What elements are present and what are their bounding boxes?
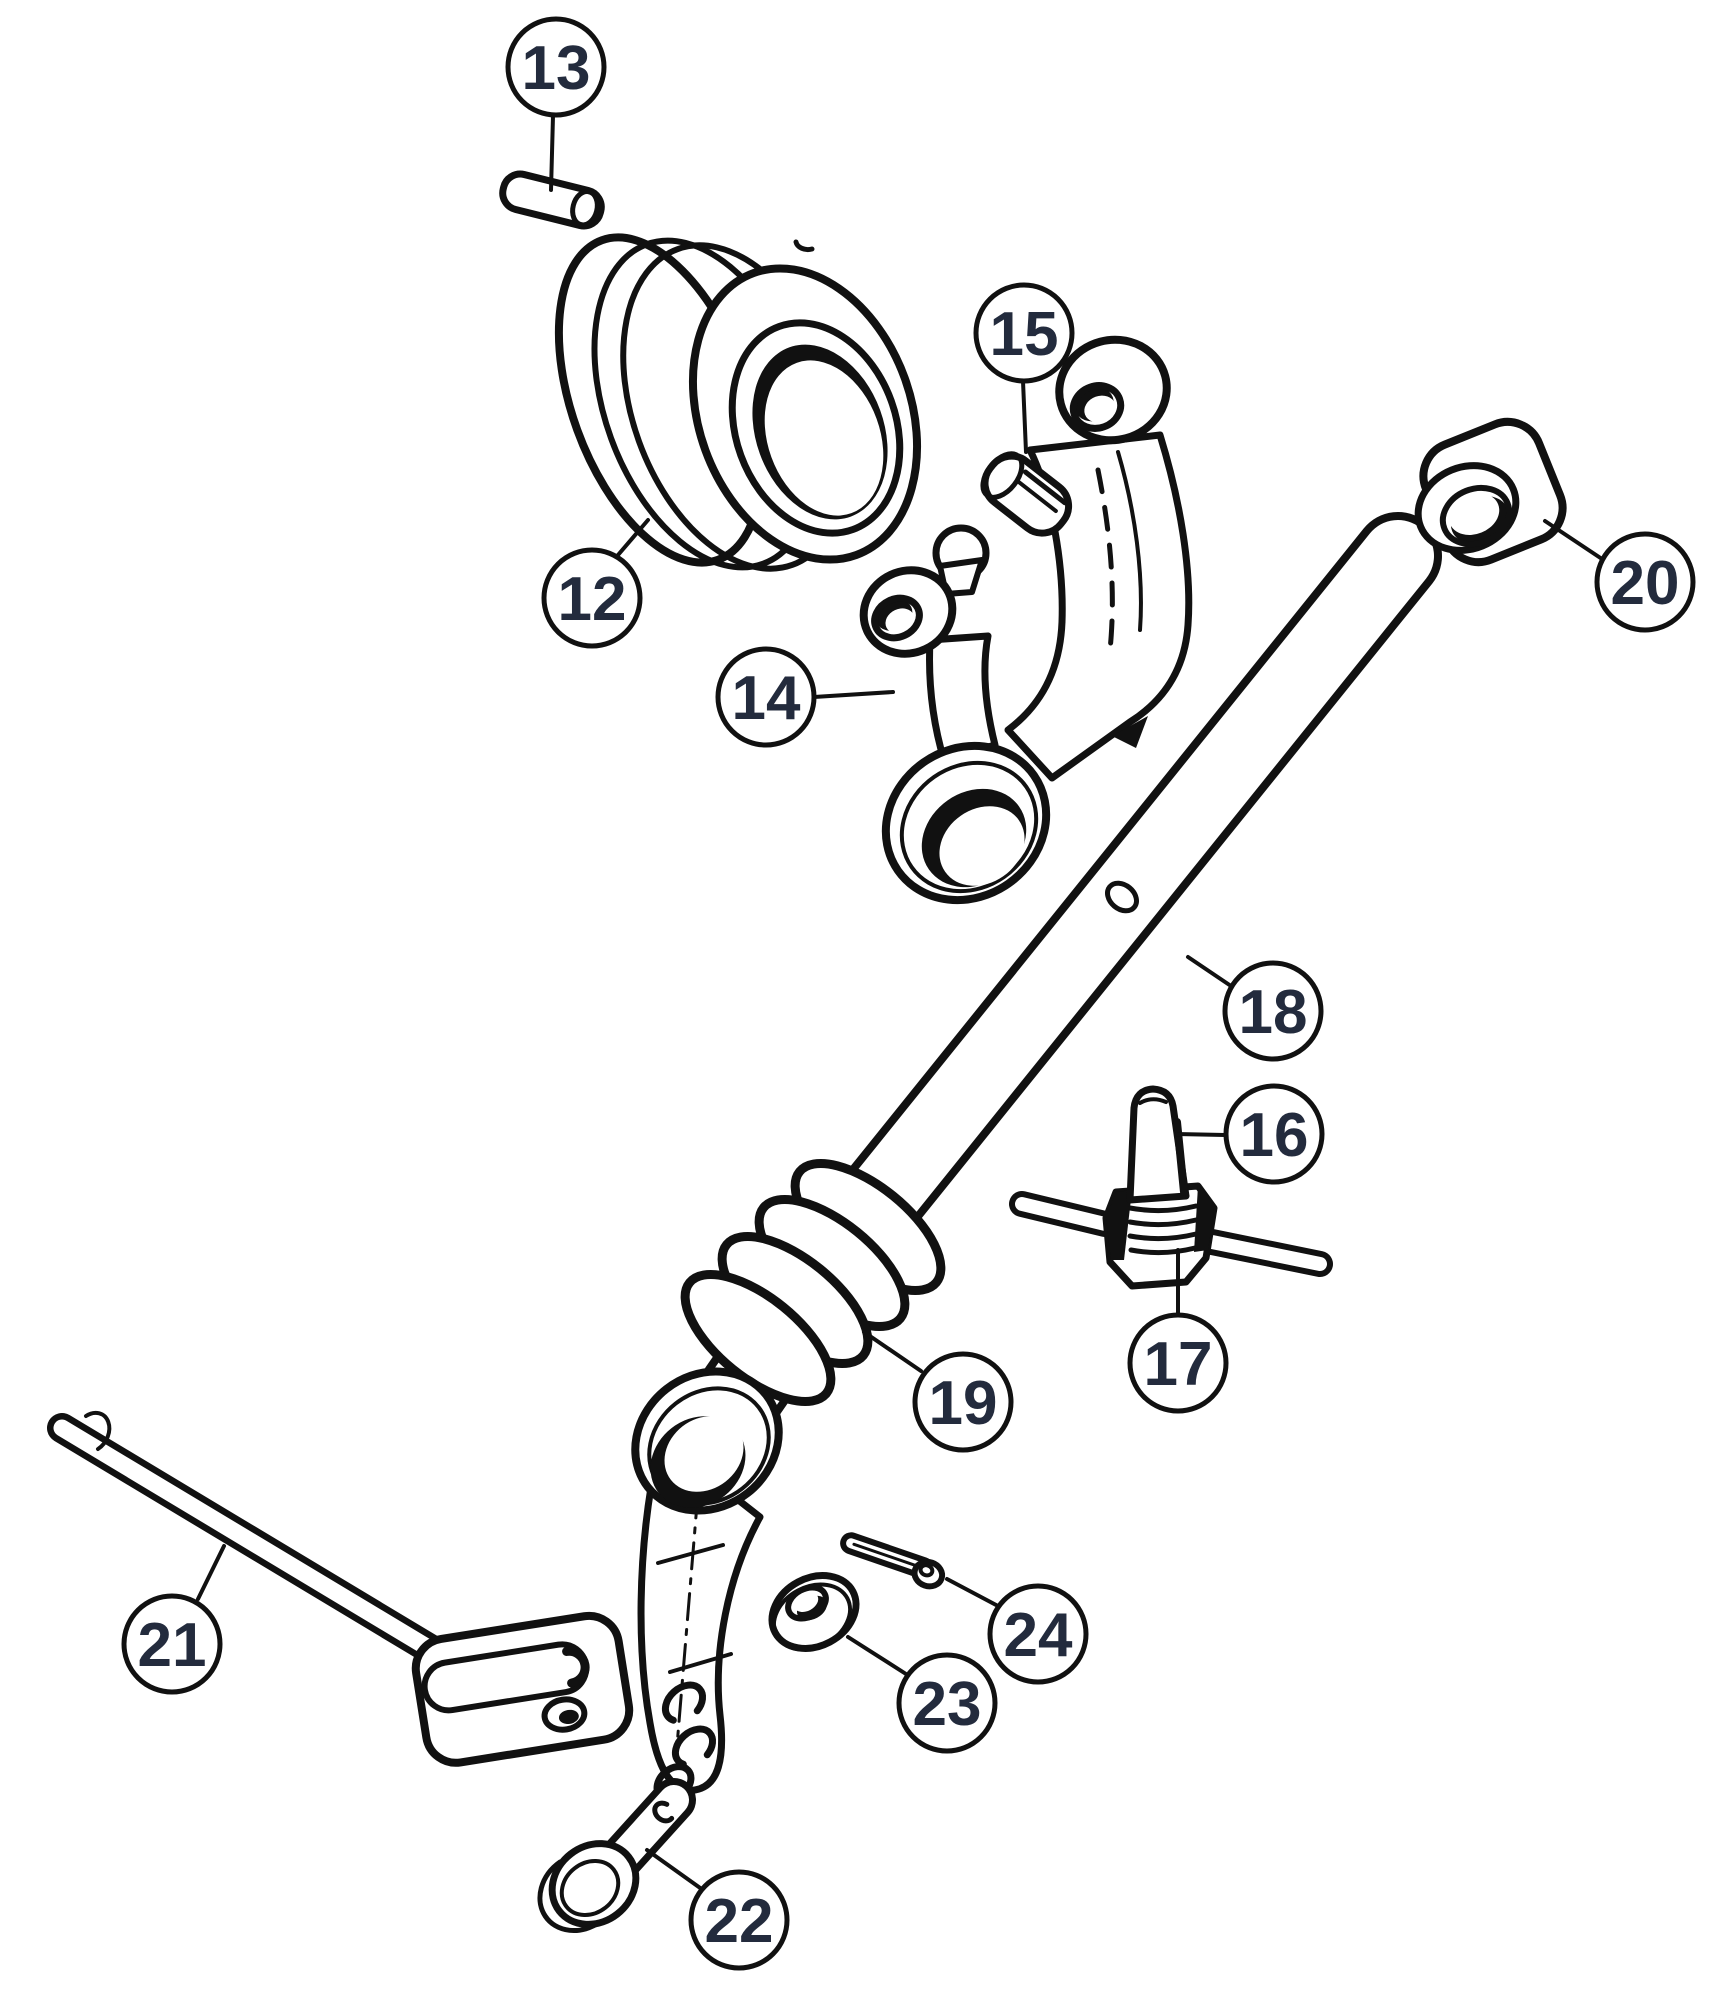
callout-22: 22 xyxy=(688,1869,790,1971)
release-bearing xyxy=(554,233,922,572)
leader-line xyxy=(1186,955,1233,988)
leader-line xyxy=(645,1848,705,1892)
wing-left xyxy=(1009,1191,1118,1237)
callout-number: 22 xyxy=(705,1887,774,1956)
wing-right xyxy=(1199,1229,1333,1277)
callout-12: 12 xyxy=(541,547,643,649)
shaft-hole xyxy=(1105,880,1139,914)
callout-24: 24 xyxy=(987,1583,1089,1685)
callout-number: 23 xyxy=(913,1670,982,1739)
callout-circle xyxy=(987,1583,1089,1685)
callout-circle xyxy=(1594,531,1696,633)
callout-circle xyxy=(912,1351,1014,1453)
callout-number: 20 xyxy=(1611,549,1680,618)
callout-18: 18 xyxy=(1222,960,1324,1062)
callout-circle xyxy=(121,1593,223,1695)
callout-number: 16 xyxy=(1240,1101,1309,1170)
clip-slot xyxy=(661,1681,707,1725)
leader-line xyxy=(846,1635,908,1676)
pushrod xyxy=(47,1410,634,1767)
callout-20: 20 xyxy=(1594,531,1696,633)
part-drawings xyxy=(47,114,1604,1934)
callout-23: 23 xyxy=(896,1652,998,1754)
clutch-fork xyxy=(859,335,1193,905)
callout-circle xyxy=(541,547,643,649)
callout-number: 12 xyxy=(558,565,627,634)
callout-14: 14 xyxy=(715,646,817,748)
callout-number: 18 xyxy=(1239,978,1308,1047)
callout-16: 16 xyxy=(1223,1083,1325,1185)
cotter-pin xyxy=(840,1532,946,1590)
callout-circle xyxy=(1222,960,1324,1062)
leader-lines xyxy=(196,114,1604,1892)
callout-circle xyxy=(505,16,607,118)
callout-circle xyxy=(896,1652,998,1754)
leader-line xyxy=(1021,379,1028,454)
bearing-notch xyxy=(793,239,815,253)
callout-circle xyxy=(688,1869,790,1971)
fork-pin xyxy=(980,451,1073,537)
leader-line xyxy=(862,1330,923,1373)
shaft-bushing xyxy=(1414,417,1567,567)
callout-13: 13 xyxy=(505,16,607,118)
fork-shadow xyxy=(1112,716,1148,748)
callout-number: 21 xyxy=(138,1611,207,1680)
callouts: 12 13 14 15 16 17 18 19 xyxy=(121,16,1696,1971)
callout-circle xyxy=(715,646,817,748)
clip-slot xyxy=(671,1725,717,1769)
grease-nipple-assembly xyxy=(1009,1085,1333,1290)
callout-number: 13 xyxy=(522,34,591,103)
clevis xyxy=(411,1611,634,1767)
callout-17: 17 xyxy=(1127,1312,1229,1414)
callout-circle xyxy=(1127,1312,1229,1414)
callout-number: 14 xyxy=(732,664,801,733)
leader-line xyxy=(945,1577,1000,1608)
callout-19: 19 xyxy=(912,1351,1014,1453)
callout-number: 17 xyxy=(1144,1330,1213,1399)
leader-line xyxy=(812,690,895,699)
return-spring xyxy=(680,1158,946,1407)
leader-line xyxy=(196,1544,226,1601)
shaft-lever-arm xyxy=(631,1367,783,1803)
callout-21: 21 xyxy=(121,1593,223,1695)
callout-number: 19 xyxy=(929,1369,998,1438)
pivot-pin xyxy=(499,170,605,230)
washer xyxy=(768,1572,860,1652)
callout-number: 15 xyxy=(990,300,1059,369)
leader-line xyxy=(1174,1132,1227,1137)
anchor-bolt xyxy=(537,1778,696,1934)
callout-15: 15 xyxy=(973,282,1075,384)
leader-line xyxy=(549,114,555,192)
leader-line xyxy=(1543,519,1604,561)
cross-shaft xyxy=(802,512,1442,1286)
callout-circle xyxy=(1223,1083,1325,1185)
nipple-body xyxy=(1126,1085,1190,1204)
callout-circle xyxy=(973,282,1075,384)
callout-number: 24 xyxy=(1004,1601,1073,1670)
